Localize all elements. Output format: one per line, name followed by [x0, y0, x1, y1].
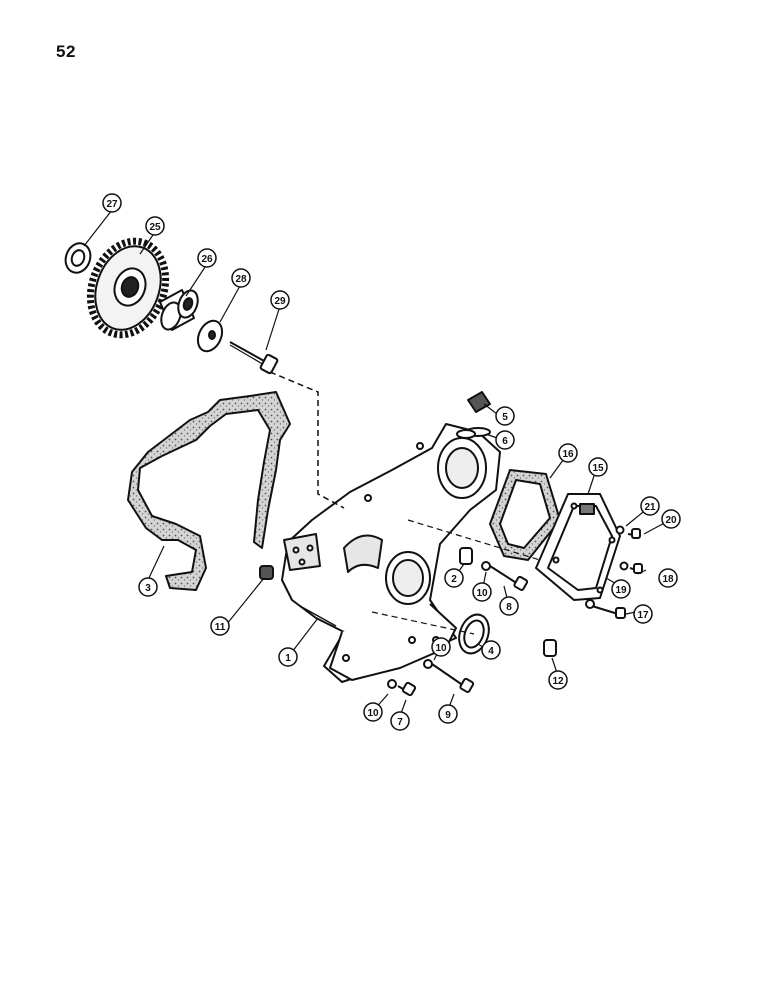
dowel-11: [259, 565, 274, 580]
svg-text:11: 11: [215, 622, 226, 633]
thrust-plate-28: [196, 319, 224, 353]
svg-text:10: 10: [476, 588, 488, 599]
callout-5: 5: [495, 406, 515, 426]
svg-text:20: 20: [665, 515, 677, 526]
svg-text:27: 27: [106, 199, 118, 210]
dowel-12: [543, 639, 557, 657]
callout-19: 19: [611, 579, 631, 599]
bolt-9: [431, 663, 475, 693]
callout-8: 8: [499, 596, 519, 616]
svg-text:10: 10: [435, 643, 447, 654]
svg-text:21: 21: [644, 502, 656, 513]
svg-text:7: 7: [397, 717, 403, 728]
callout-10-c: 10: [363, 702, 383, 722]
cover-plate-15: [535, 493, 621, 601]
svg-text:6: 6: [502, 436, 508, 447]
svg-text:5: 5: [502, 412, 508, 423]
page-number: 52: [56, 42, 76, 61]
svg-text:19: 19: [615, 585, 627, 596]
callout-12: 12: [548, 670, 568, 690]
front-cover-1: [281, 423, 501, 683]
callout-28: 28: [231, 268, 251, 288]
callout-10-a: 10: [472, 582, 492, 602]
washer-10a: [481, 561, 491, 571]
dowel-2: [459, 547, 473, 565]
svg-text:25: 25: [149, 222, 161, 233]
washer-21: [615, 525, 625, 535]
svg-text:16: 16: [562, 449, 574, 460]
svg-text:12: 12: [552, 676, 564, 687]
svg-text:18: 18: [662, 574, 674, 585]
bolt-17: [591, 605, 626, 619]
svg-text:26: 26: [201, 254, 213, 265]
bushing-26: [159, 289, 199, 331]
o-ring-seat: [456, 429, 476, 439]
callout-10-b: 10: [431, 637, 451, 657]
callout-16: 16: [558, 443, 578, 463]
svg-text:9: 9: [445, 710, 451, 721]
svg-text:15: 15: [592, 463, 604, 474]
svg-text:17: 17: [637, 610, 649, 621]
washer-10b: [423, 659, 433, 669]
svg-text:28: 28: [235, 274, 247, 285]
callout-25: 25: [145, 216, 165, 236]
callout-20: 20: [661, 509, 681, 529]
callouts: 27 25 26 28 29 5 6 16 15 21 20 18 19 17 …: [102, 193, 681, 731]
callout-3: 3: [138, 577, 158, 597]
gasket-3: [127, 391, 291, 591]
callout-18: 18: [658, 568, 678, 588]
svg-text:3: 3: [145, 583, 151, 594]
svg-text:8: 8: [506, 602, 512, 613]
svg-text:10: 10: [367, 708, 379, 719]
callout-15: 15: [588, 457, 608, 477]
callout-21: 21: [640, 496, 660, 516]
gasket-16: [489, 469, 561, 561]
callout-29: 29: [270, 290, 290, 310]
assembly-line-dowel: [407, 519, 541, 561]
bolt-18: [629, 563, 643, 574]
callout-6: 6: [495, 430, 515, 450]
callout-1: 1: [278, 647, 298, 667]
callout-7: 7: [390, 711, 410, 731]
callout-17: 17: [633, 604, 653, 624]
bolt-8: [489, 565, 529, 591]
callout-26: 26: [197, 248, 217, 268]
plug-5: [467, 391, 491, 413]
callout-4: 4: [481, 640, 501, 660]
bolt-29: [229, 341, 279, 375]
svg-text:4: 4: [488, 646, 494, 657]
callout-27: 27: [102, 193, 122, 213]
washer-10c: [387, 679, 397, 689]
idler-gear-25: [86, 237, 170, 339]
callout-9: 9: [438, 704, 458, 724]
thrust-washer-27: [64, 242, 92, 274]
callout-2: 2: [444, 568, 464, 588]
washer-19b: [619, 561, 629, 571]
washer-19: [585, 599, 595, 609]
bolt-7: [397, 681, 417, 697]
bolt-20: [627, 528, 641, 539]
callout-11: 11: [210, 616, 230, 636]
svg-text:29: 29: [274, 296, 286, 307]
svg-text:2: 2: [451, 574, 457, 585]
assembly-line-29: [269, 371, 345, 509]
svg-text:1: 1: [285, 653, 291, 664]
assembly-line-seal: [371, 611, 475, 635]
